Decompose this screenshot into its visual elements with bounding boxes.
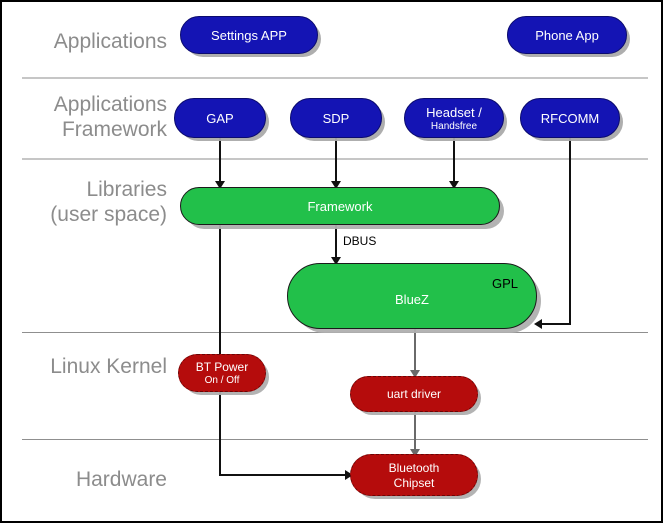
row-label-libraries: Libraries (user space) (50, 178, 167, 226)
node-headset-handsfree[interactable]: Headset / Handsfree (404, 98, 504, 138)
node-framework[interactable]: Framework (180, 187, 500, 225)
node-headset-label: Headset / (426, 104, 482, 120)
node-bt-power-label: BT Power (195, 360, 249, 374)
row-label-applications-framework: Applications Framework (53, 93, 167, 141)
node-uart-driver-label: uart driver (386, 387, 442, 401)
row-label-hardware: Hardware (75, 468, 167, 491)
arrowhead-btpower-to-chipset (345, 470, 353, 480)
row-label-linux-kernel: Linux Kernel (50, 355, 167, 378)
node-bluez-license-tag: GPL (491, 276, 518, 291)
node-phone-app[interactable]: Phone App (507, 16, 627, 54)
divider-linux-kernel (22, 439, 648, 440)
connector-uart-to-chipset (414, 412, 416, 454)
node-gap-label: GAP (206, 110, 234, 126)
connector-gap-to-framework (219, 138, 221, 185)
connector-rfcomm-vertical (569, 138, 571, 325)
connector-rfcomm-horizontal (542, 323, 571, 325)
divider-libraries (22, 332, 648, 333)
arrowhead-uart-to-chipset (410, 449, 420, 457)
node-framework-label: Framework (307, 198, 373, 214)
node-bluez-label: BlueZ (395, 291, 429, 307)
node-settings-app[interactable]: Settings APP (180, 16, 318, 54)
connector-btpower-to-chipset (219, 474, 347, 476)
node-rfcomm-label: RFCOMM (540, 110, 600, 126)
arrowhead-bluez-to-uart (410, 370, 420, 378)
node-bluetooth-chipset-sublabel: Chipset (393, 475, 435, 490)
connector-bluez-to-uart (414, 329, 416, 374)
divider-applications (22, 77, 648, 79)
node-settings-app-label: Settings APP (211, 27, 287, 43)
node-rfcomm[interactable]: RFCOMM (520, 98, 620, 138)
node-bluez[interactable]: GPL BlueZ (287, 263, 537, 329)
node-uart-driver[interactable]: uart driver (350, 376, 478, 412)
node-sdp-label: SDP (322, 110, 350, 126)
node-bt-power-sublabel: On / Off (204, 375, 240, 386)
connector-sdp-to-framework (335, 138, 337, 185)
node-bluetooth-chipset-label: Bluetooth (388, 460, 440, 475)
connector-headset-to-framework (453, 138, 455, 185)
node-handsfree-sublabel: Handsfree (430, 120, 478, 132)
edge-label-dbus: DBUS (343, 234, 377, 248)
arrowhead-sdp-to-framework (331, 181, 341, 189)
node-bt-power[interactable]: BT Power On / Off (178, 354, 266, 392)
arrowhead-gap-to-framework (215, 181, 225, 189)
row-label-applications: Applications (53, 30, 167, 53)
arrowhead-framework-to-bluez (331, 257, 341, 265)
arrowhead-headset-to-framework (449, 181, 459, 189)
arrowhead-rfcomm-to-bluez (534, 319, 542, 329)
connector-gap-to-btpower (219, 207, 221, 475)
node-bluetooth-chipset[interactable]: Bluetooth Chipset (350, 454, 478, 496)
connector-framework-to-bluez (335, 223, 337, 261)
node-gap[interactable]: GAP (174, 98, 266, 138)
node-phone-app-label: Phone App (535, 27, 599, 43)
node-sdp[interactable]: SDP (290, 98, 382, 138)
